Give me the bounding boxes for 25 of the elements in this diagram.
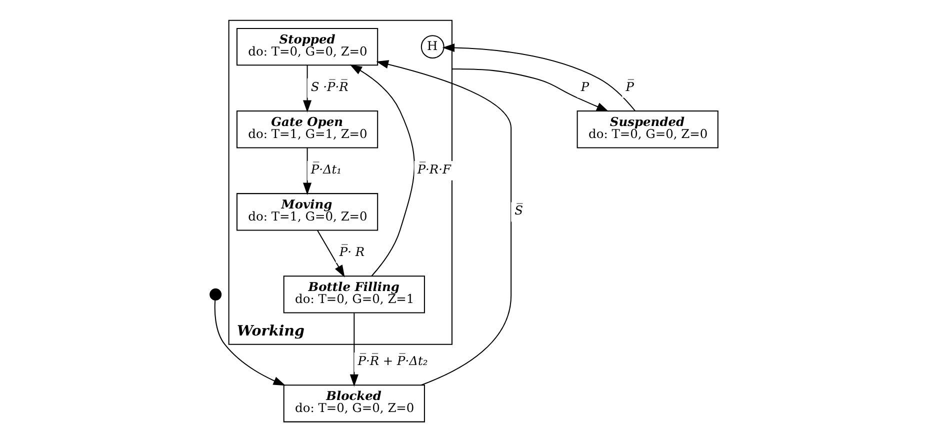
arrow xyxy=(349,64,414,276)
node-box: Blocked do: T=0, G=0, Z=0 xyxy=(282,384,424,422)
node-circle xyxy=(209,288,222,300)
arrow xyxy=(302,65,312,112)
edge-label: P xyxy=(580,80,589,94)
arrow xyxy=(316,230,344,278)
node-box: Suspended do: T=0, G=0, Z=0 xyxy=(576,110,718,148)
edge-label: P̅·R̅ + P̅·Δt₂ xyxy=(357,354,428,368)
arrow xyxy=(376,60,512,386)
edge-label: P̅·Δt₁ xyxy=(310,162,342,176)
edge-label: S̅ xyxy=(514,204,523,218)
edge-label: S ·P̅·R̅ xyxy=(310,80,348,94)
edge-label: P̅·R·F xyxy=(416,162,451,176)
node-box: Moving do: T=1, G=0, Z=0 xyxy=(236,193,378,231)
node-circle: H xyxy=(420,35,444,59)
arrow xyxy=(302,148,312,195)
edge-label: P̅ xyxy=(625,80,634,94)
node-box: Gate Open do: T=1, G=1, Z=0 xyxy=(236,110,378,148)
arrow xyxy=(451,68,608,112)
node-box: Stopped do: T=0, G=0, Z=0 xyxy=(236,28,378,66)
node-box: Bottle Filling do: T=0, G=0, Z=1 xyxy=(282,276,424,314)
arrow xyxy=(349,313,358,387)
edge-label: P̅· R xyxy=(338,244,364,259)
arrow xyxy=(442,43,635,112)
arrow xyxy=(214,300,286,386)
